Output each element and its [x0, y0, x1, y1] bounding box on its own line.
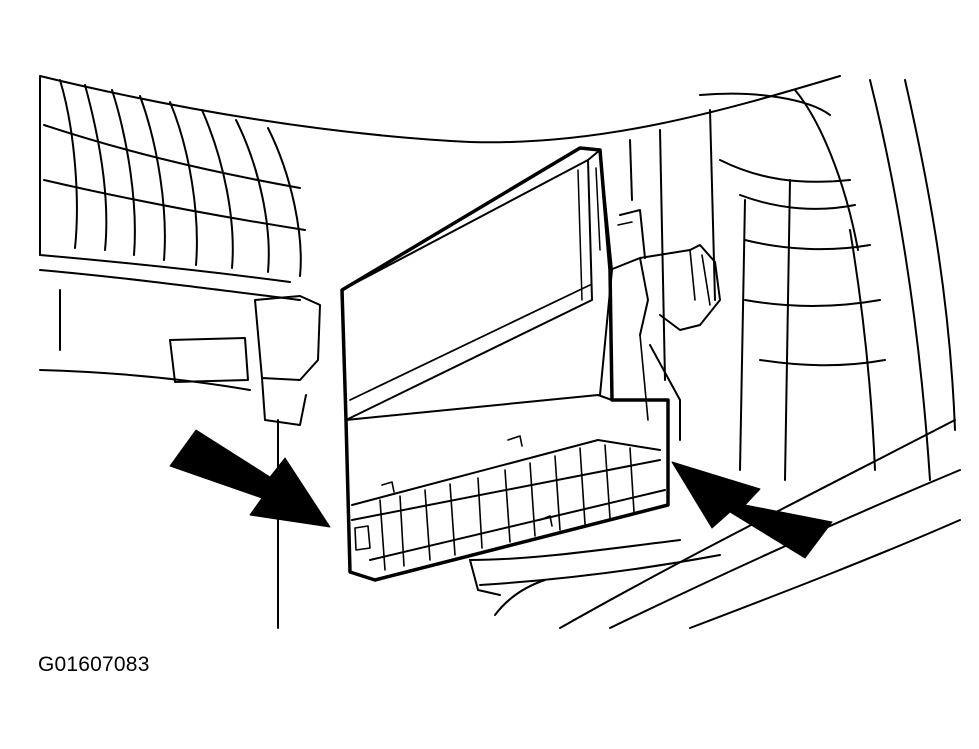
- figure-code-label: G01607083: [38, 653, 150, 676]
- arrow-right: [671, 461, 833, 559]
- arrow-left: [169, 429, 331, 528]
- control-module: [340, 146, 721, 582]
- background-structure: [39, 75, 961, 629]
